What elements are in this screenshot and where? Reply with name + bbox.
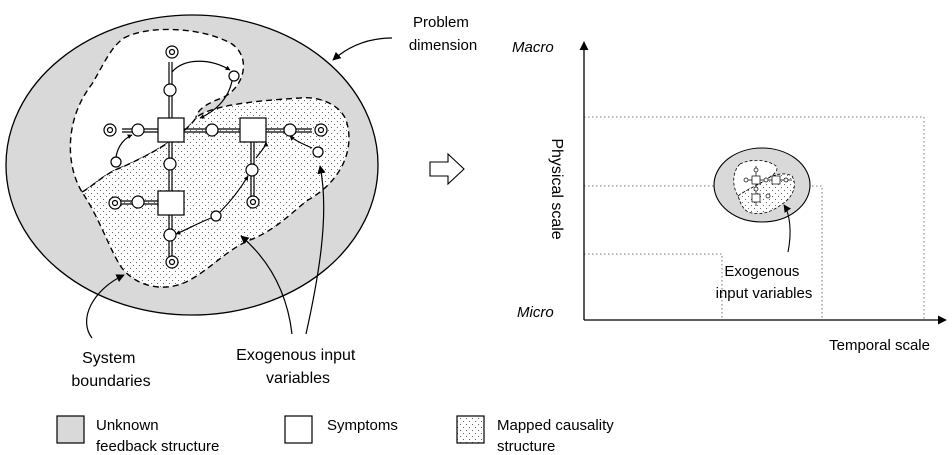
stock-flow-structure xyxy=(103,45,328,269)
legend: Unknown feedback structure Symptoms Mapp… xyxy=(56,415,618,455)
legend-mapped-swatch xyxy=(456,415,485,444)
exogenous-pointer-arrow xyxy=(240,235,293,335)
physical-scale-label: Physical scale xyxy=(548,138,565,239)
right-diagram: Macro Micro Physical scale Temporal scal… xyxy=(512,39,947,354)
micro-label: Micro xyxy=(517,304,554,321)
legend-symptoms-swatch xyxy=(284,415,313,444)
system-boundaries-label: System boundaries xyxy=(71,350,150,390)
temporal-scale-label: Temporal scale xyxy=(829,337,930,354)
system-pointer-arrow xyxy=(86,274,125,339)
transition-arrow xyxy=(429,152,465,186)
stock-box xyxy=(157,117,185,143)
problem-dimension-label: Problem dimension xyxy=(409,14,477,54)
mini-stock-flow xyxy=(743,166,792,206)
stock-box xyxy=(239,117,267,143)
mini-exogenous-label: Exogenous input variables xyxy=(716,263,813,302)
mini-exogenous-arrow xyxy=(783,204,792,253)
legend-unknown-label: Unknown feedback structure xyxy=(96,417,219,455)
left-diagram: Problem dimension System boundaries Exog… xyxy=(5,14,477,390)
exogenous-input-label: Exogenous input variables xyxy=(236,347,360,387)
legend-unknown-swatch xyxy=(56,415,85,444)
legend-mapped-label: Mapped causality structure xyxy=(497,417,618,455)
legend-symptoms-label: Symptoms xyxy=(327,417,398,434)
exogenous-pointer-arrow xyxy=(305,165,326,335)
problem-pointer-arrow xyxy=(332,37,393,61)
macro-label: Macro xyxy=(512,39,554,56)
stock-box xyxy=(157,190,185,216)
